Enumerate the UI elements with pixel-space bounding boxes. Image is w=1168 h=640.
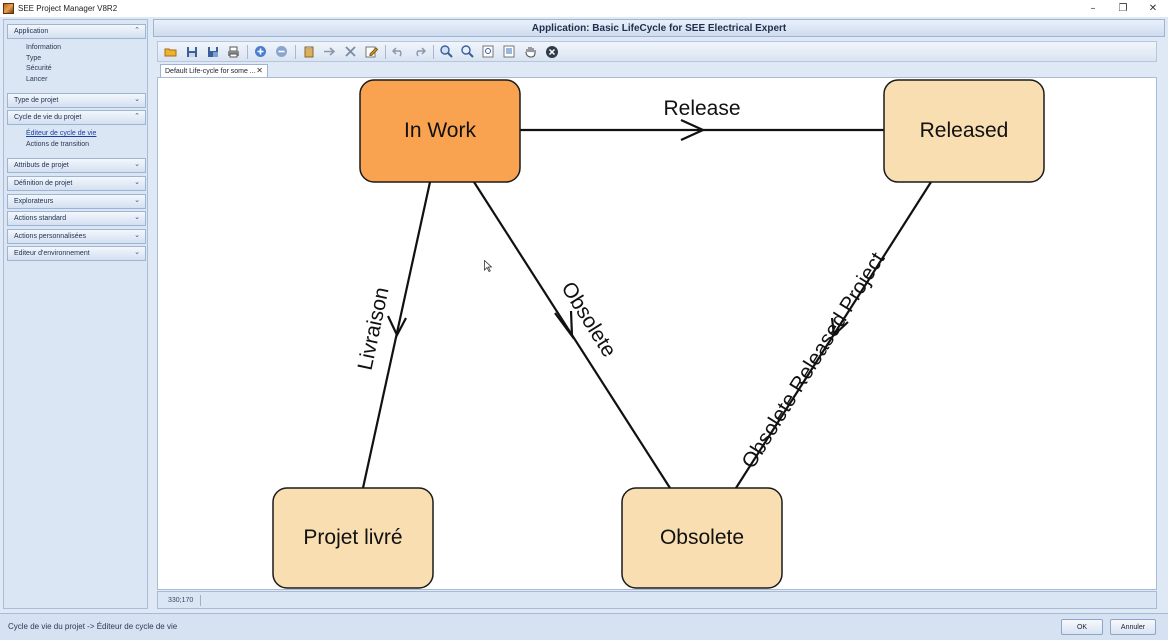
accordion-label: Définition de projet — [14, 180, 73, 187]
state-label: Obsolete — [660, 526, 744, 549]
cursor-coordinates: 330;170 — [168, 596, 194, 604]
chevron-down-icon: ⌄ — [134, 160, 140, 168]
zoom-in-icon[interactable] — [438, 43, 455, 60]
accordion-label: Application — [14, 28, 49, 35]
nav-item-securite[interactable]: Sécurité — [26, 65, 52, 72]
chevron-down-icon: ⌄ — [134, 95, 140, 103]
application-title: Application: Basic LifeCycle for SEE Ele… — [153, 19, 1165, 37]
accordion-label: Type de projet — [14, 97, 59, 104]
status-bar: Cycle de vie du projet -> Éditeur de cyc… — [0, 613, 1168, 640]
zoom-out-icon[interactable] — [459, 43, 476, 60]
transition-label-obsolete: Obsolete — [556, 278, 620, 361]
transition-obsolete-released-project[interactable]: Obsolete Released Project — [735, 181, 932, 489]
save-as-icon[interactable] — [204, 43, 221, 60]
document-tabstrip: Default Life-cycle for some ... ✕ — [157, 63, 1157, 78]
coordinates-bar: 330;170 — [157, 591, 1157, 609]
zoom-page-icon[interactable] — [501, 43, 518, 60]
accordion-type-de-projet[interactable]: Type de projet ⌄ — [7, 93, 146, 108]
transition-label-livraison: Livraison — [354, 285, 394, 372]
accordion-cycle-de-vie[interactable]: Cycle de vie du projet ⌃ — [7, 110, 146, 125]
remove-state-icon[interactable] — [273, 43, 290, 60]
lifecycle-diagram: Release Livraison Obsolete Obsolete Rele… — [272, 79, 1045, 589]
ok-button[interactable]: OK — [1061, 619, 1103, 635]
accordion-application[interactable]: Application ⌃ — [7, 24, 146, 39]
accordion-label: Cycle de vie du projet — [14, 114, 82, 121]
cancel-button[interactable]: Annuler — [1110, 619, 1156, 635]
chevron-down-icon: ⌄ — [134, 196, 140, 204]
transition-obsolete[interactable]: Obsolete — [473, 181, 671, 489]
save-icon[interactable] — [183, 43, 200, 60]
accordion-actions-standard[interactable]: Actions standard ⌄ — [7, 211, 146, 226]
toolbar-separator — [295, 44, 296, 59]
chevron-down-icon: ⌄ — [134, 213, 140, 221]
undo-icon[interactable] — [390, 43, 407, 60]
chevron-down-icon: ⌄ — [134, 248, 140, 256]
toolbar-separator — [385, 44, 386, 59]
close-icon[interactable]: ✕ — [256, 66, 263, 75]
accordion-label: Actions standard — [14, 215, 67, 222]
add-state-icon[interactable] — [252, 43, 269, 60]
nav-item-type[interactable]: Type — [26, 55, 42, 62]
state-label: In Work — [404, 119, 476, 142]
toolbar-separator — [433, 44, 434, 59]
diagram-toolbar — [157, 41, 1157, 62]
nav-item-information[interactable]: Information — [26, 44, 62, 51]
chevron-down-icon: ⌄ — [134, 231, 140, 239]
accordion-label: Actions personnalisées — [14, 233, 86, 240]
accordion-explorateurs[interactable]: Explorateurs ⌄ — [7, 194, 146, 209]
open-icon[interactable] — [162, 43, 179, 60]
nav-item-lancer[interactable]: Lancer — [26, 76, 48, 83]
tab-default-lifecycle[interactable]: Default Life-cycle for some ... ✕ — [160, 64, 268, 78]
navigation-sidebar: Application ⌃ Information Type Sécurité … — [3, 19, 148, 609]
divider — [200, 594, 202, 606]
transition-livraison[interactable]: Livraison — [354, 181, 432, 489]
tab-label: Default Life-cycle for some ... — [165, 68, 256, 75]
restore-icon[interactable]: ❐ — [1118, 3, 1128, 14]
lifecycle-diagram-canvas[interactable]: Release Livraison Obsolete Obsolete Rele… — [157, 77, 1157, 590]
state-label: Released — [920, 119, 1009, 142]
zoom-fit-icon[interactable] — [480, 43, 497, 60]
accordion-label: Explorateurs — [14, 198, 54, 205]
app-logo-icon — [3, 3, 14, 14]
accordion-label: Editeur d'environnement — [14, 250, 90, 257]
accordion-attributs-de-projet[interactable]: Attributs de projet ⌄ — [7, 158, 146, 173]
accordion-definition-de-projet[interactable]: Définition de projet ⌄ — [7, 176, 146, 191]
chevron-up-icon: ⌃ — [134, 112, 140, 120]
accordion-label: Attributs de projet — [14, 162, 69, 169]
accordion-actions-personnalisees[interactable]: Actions personnalisées ⌄ — [7, 229, 146, 244]
state-projet-livre[interactable]: Projet livré — [272, 487, 434, 589]
arrow-icon[interactable] — [321, 43, 338, 60]
paste-icon[interactable] — [300, 43, 317, 60]
nav-item-actions-de-transition[interactable]: Actions de transition — [26, 141, 90, 148]
accordion-editeur-environnement[interactable]: Editeur d'environnement ⌄ — [7, 246, 146, 261]
transition-label-obsolete-released-project: Obsolete Released Project — [738, 248, 890, 472]
edit-icon[interactable] — [363, 43, 380, 60]
toolbar-separator — [247, 44, 248, 59]
window-title: SEE Project Manager V8R2 — [18, 4, 118, 13]
close-icon[interactable]: ✕ — [1148, 3, 1158, 14]
chevron-down-icon: ⌄ — [134, 178, 140, 186]
state-in-work[interactable]: In Work — [359, 79, 521, 183]
state-label: Projet livré — [303, 526, 402, 549]
state-released[interactable]: Released — [883, 79, 1045, 183]
window-titlebar: SEE Project Manager V8R2 – ❐ ✕ — [0, 0, 1168, 17]
status-breadcrumb: Cycle de vie du projet -> Éditeur de cyc… — [8, 622, 178, 631]
close-circle-icon[interactable] — [543, 43, 560, 60]
transition-label-release: Release — [663, 97, 740, 120]
redo-icon[interactable] — [411, 43, 428, 60]
print-icon[interactable] — [225, 43, 242, 60]
chevron-up-icon: ⌃ — [134, 26, 140, 34]
transition-release[interactable]: Release — [520, 97, 884, 142]
pan-hand-icon[interactable] — [522, 43, 539, 60]
state-obsolete[interactable]: Obsolete — [621, 487, 783, 589]
mouse-cursor-icon — [484, 260, 492, 272]
minimize-icon[interactable]: – — [1090, 3, 1096, 14]
delete-icon[interactable] — [342, 43, 359, 60]
nav-item-editeur-cycle-de-vie[interactable]: Éditeur de cycle de vie — [26, 130, 97, 137]
